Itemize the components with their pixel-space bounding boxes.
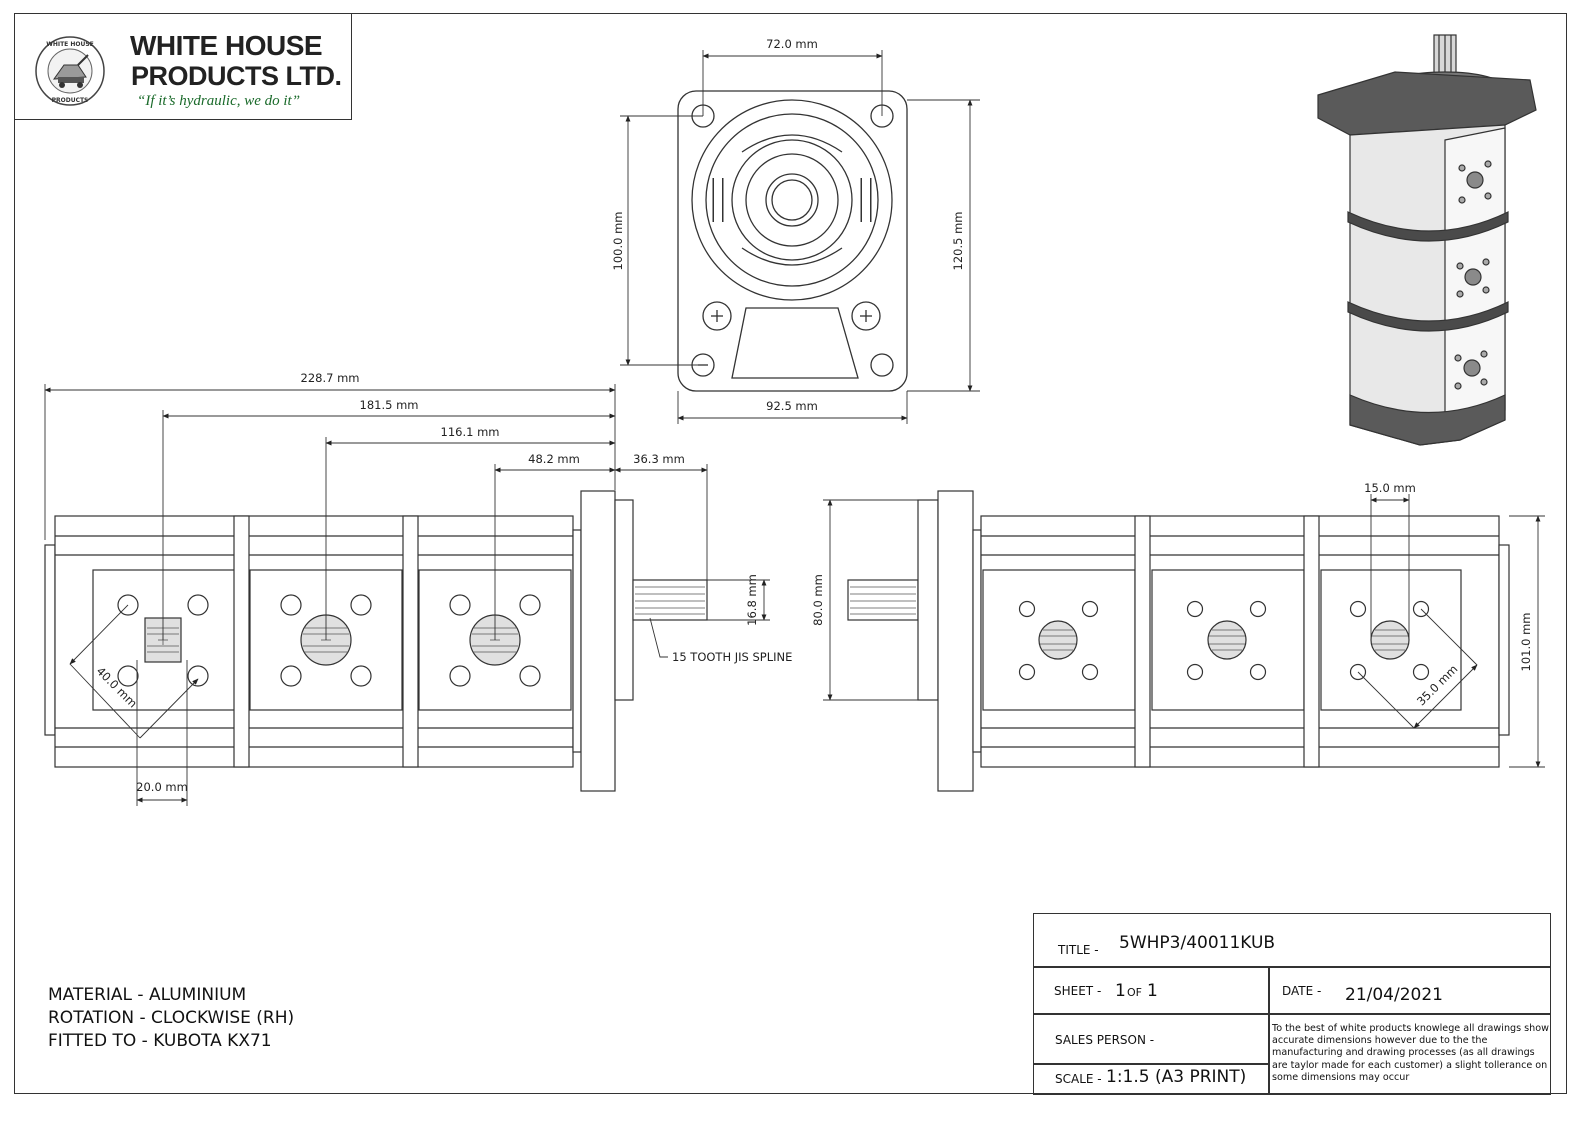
- company-slogan: “If it’s hydraulic, we do it”: [137, 93, 301, 109]
- svg-text:WHITE HOUSE: WHITE HOUSE: [46, 41, 94, 48]
- sheet-label: SHEET -: [1054, 984, 1102, 998]
- note-material: MATERIAL - ALUMINIUM: [48, 985, 247, 1005]
- title-block-divider: [1033, 966, 1551, 968]
- dim-flange-width: 92.5 mm: [766, 399, 818, 413]
- note-fitted-to: FITTED TO - KUBOTA KX71: [48, 1031, 272, 1051]
- pump-left-side-view: [44, 490, 708, 792]
- date-label: DATE -: [1282, 984, 1322, 998]
- right-view-hatching: [850, 586, 1408, 651]
- drawing-date: 21/04/2021: [1345, 985, 1443, 1005]
- dim-side-port-bore: 20.0 mm: [136, 780, 188, 794]
- material-notes: MATERIAL - ALUMINIUM ROTATION - CLOCKWIS…: [48, 984, 294, 1053]
- drawing-sheet-border: [14, 13, 1567, 1094]
- dim-overall-length: 228.7 mm: [301, 371, 360, 385]
- dim-body-height: 101.0 mm: [1519, 613, 1533, 672]
- sheet-of: OF: [1127, 986, 1142, 999]
- title-block-divider: [1268, 966, 1270, 1094]
- dim-rear-port-bore: 15.0 mm: [1364, 481, 1416, 495]
- sheet-number: 1: [1115, 981, 1126, 1001]
- dim-flange-height-outer: 120.5 mm: [951, 212, 965, 271]
- company-name-line2: PRODUCTS LTD.: [131, 61, 342, 91]
- title-block-divider: [1033, 1063, 1269, 1065]
- scale-value: 1:1.5 (A3 PRINT): [1106, 1067, 1247, 1087]
- dim-spline-diameter: 16.8 mm: [745, 574, 759, 626]
- sheet-total: 1: [1147, 981, 1158, 1001]
- pump-3d-view: [1317, 34, 1537, 446]
- pump-right-side-view: [847, 490, 1510, 792]
- title-block-divider: [1033, 1013, 1551, 1015]
- note-rotation: ROTATION - CLOCKWISE (RH): [48, 1008, 295, 1028]
- sales-person-label: SALES PERSON -: [1055, 1033, 1155, 1047]
- dim-spigot-diameter: 80.0 mm: [811, 574, 825, 626]
- title-label: TITLE -: [1058, 943, 1099, 957]
- dim-shaft-length: 36.3 mm: [633, 452, 685, 466]
- logo-box: [14, 13, 352, 120]
- left-view-dimension-lines: [44, 384, 770, 806]
- drawing-title: 5WHP3/40011KUB: [1119, 933, 1276, 953]
- disclaimer-text: To the best of white products knowlege a…: [1272, 1023, 1549, 1083]
- company-name-line1: WHITE HOUSE: [130, 30, 323, 61]
- flange-dimension-lines: [620, 50, 980, 424]
- scale-label: SCALE -: [1055, 1072, 1102, 1086]
- dim-port3-distance: 48.2 mm: [528, 452, 580, 466]
- right-view-dimension-lines: [823, 494, 1545, 768]
- title-block: [1033, 913, 1551, 1095]
- svg-text:PRODUCTS: PRODUCTS: [52, 97, 89, 104]
- dim-port2-distance: 116.1 mm: [441, 425, 500, 439]
- flange-front-view: [677, 90, 908, 392]
- dim-top-bolt-spacing: 72.0 mm: [766, 37, 818, 51]
- dim-port1-distance: 181.5 mm: [360, 398, 419, 412]
- company-seal-logo: WHITE HOUSE PRODUCTS: [35, 36, 105, 106]
- spline-note: 15 TOOTH JIS SPLINE: [672, 650, 792, 664]
- dim-flange-height-inner: 100.0 mm: [611, 212, 625, 271]
